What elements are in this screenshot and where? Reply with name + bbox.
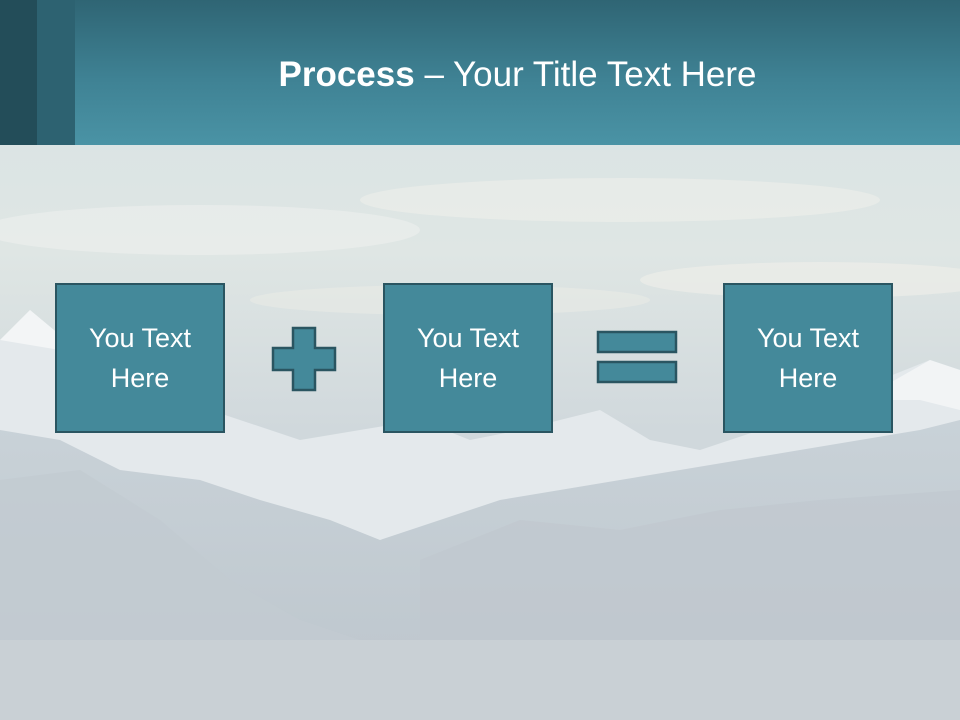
equals-icon	[596, 330, 678, 384]
title-rest-text: – Your Title Text Here	[414, 55, 757, 94]
process-box-1-label: You Text Here	[88, 323, 192, 393]
header-accent-dark	[0, 0, 37, 145]
title-bold-text: Process	[278, 55, 415, 94]
plus-icon	[271, 326, 337, 392]
slide-title[interactable]: Process – Your Title Text Here	[75, 50, 960, 100]
process-box-2[interactable]: You Text Here	[383, 283, 553, 433]
process-box-2-label: You Text Here	[416, 323, 520, 393]
header-accent-mid	[37, 0, 75, 145]
process-box-1[interactable]: You Text Here	[55, 283, 225, 433]
process-box-3-label: You Text Here	[756, 323, 860, 393]
title-bar: Process – Your Title Text Here	[0, 0, 960, 145]
process-box-3[interactable]: You Text Here	[723, 283, 893, 433]
